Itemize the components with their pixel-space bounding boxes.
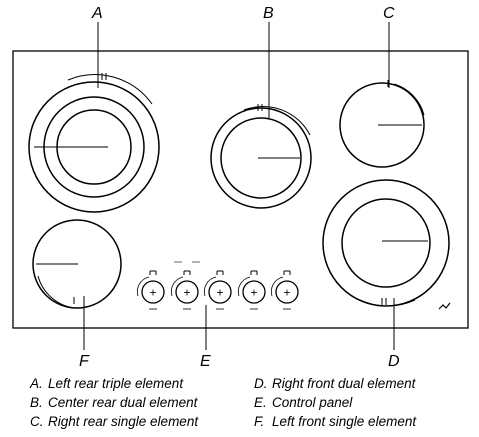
legend: A.Left rear triple element B.Center rear… (0, 372, 479, 434)
callout-c: C (383, 5, 395, 22)
control-knob-symbol: + (183, 286, 190, 300)
cooktop-outline (12, 50, 469, 329)
right-front-dual-element (322, 179, 450, 307)
control-panel: + + + + + (137, 261, 299, 310)
callout-a: A (91, 5, 103, 22)
legend-item-e: E.Control panel (254, 395, 353, 410)
control-knob-symbol: + (283, 286, 290, 300)
control-knob-symbol: + (250, 286, 257, 300)
left-front-single-element (32, 219, 122, 309)
legend-item-f: F.Left front single element (254, 414, 417, 429)
control-knob: + (271, 270, 299, 310)
center-rear-dual-element (210, 104, 312, 209)
brand-mark (438, 302, 451, 310)
callout-leaders (83, 22, 395, 350)
legend-item-c: C.Right rear single element (30, 414, 199, 429)
control-knob: + (171, 270, 199, 310)
control-knob: + (238, 270, 266, 310)
callout-e: E (200, 353, 211, 370)
control-knob: + (137, 270, 165, 310)
cooktop-diagram: + + + + + A B C D E F (12, 5, 469, 370)
callout-b: B (263, 5, 274, 22)
callout-f: F (79, 353, 90, 370)
control-knob-symbol: + (216, 286, 223, 300)
legend-item-a: A.Left rear triple element (30, 376, 184, 391)
left-rear-triple-element (28, 73, 160, 213)
legend-item-d: D.Right front dual element (254, 376, 416, 391)
legend-item-b: B.Center rear dual element (30, 395, 198, 410)
right-rear-single-element (339, 80, 425, 168)
control-knob-symbol: + (149, 286, 156, 300)
control-knob: + (204, 270, 232, 310)
callout-d: D (388, 353, 400, 370)
